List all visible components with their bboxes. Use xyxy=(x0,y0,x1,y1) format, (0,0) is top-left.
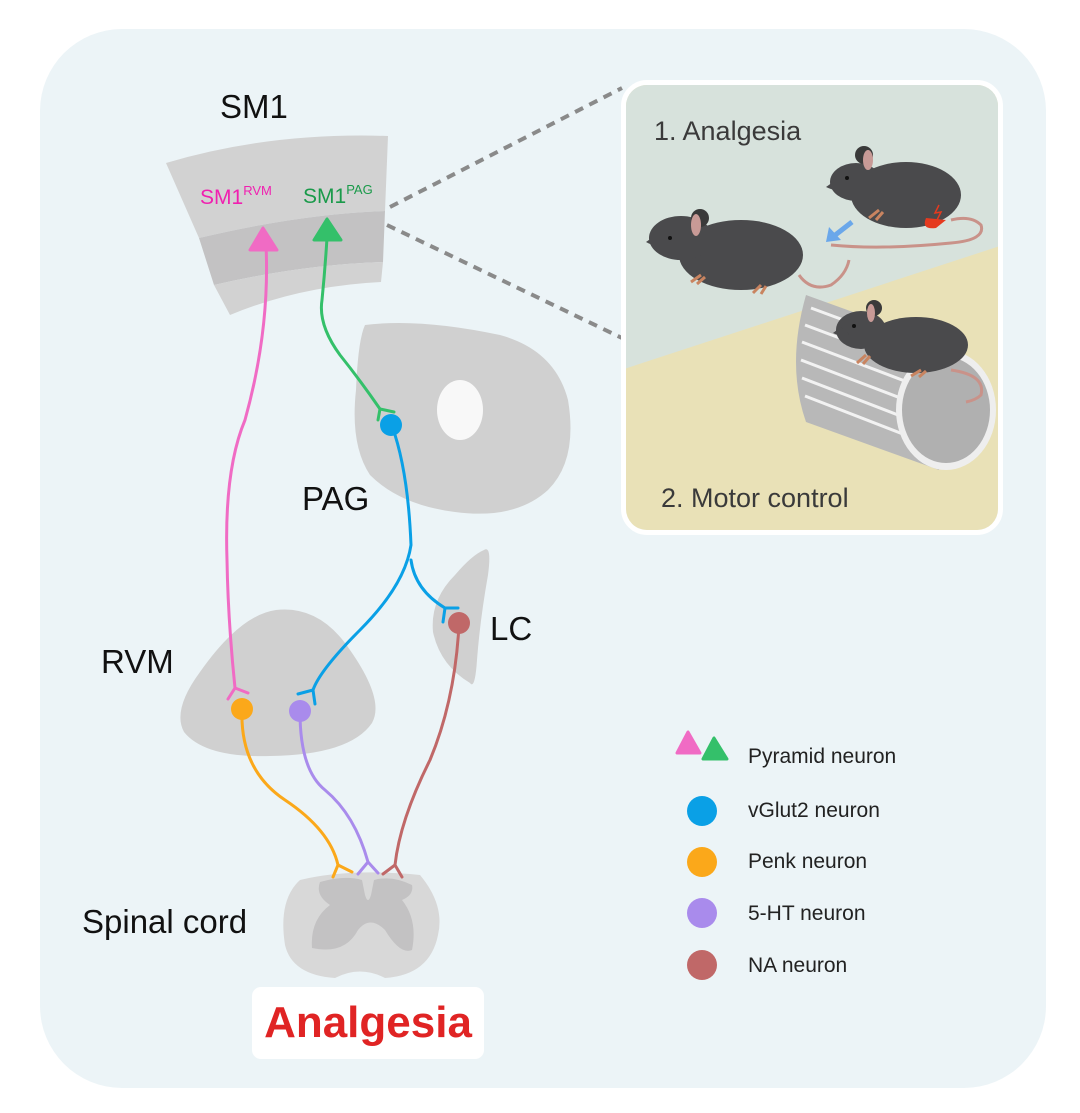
analgesia-label: Analgesia xyxy=(264,998,472,1047)
label-sm1-rvm: SM1RVM xyxy=(200,184,272,208)
penk-neuron xyxy=(231,698,253,720)
label-sm1-rvm-base: SM1 xyxy=(200,186,244,209)
rvm-region xyxy=(180,609,376,757)
orange-terminal xyxy=(331,863,354,879)
label-rvm: RVM xyxy=(101,643,174,680)
na-neuron xyxy=(448,612,470,634)
brown-terminal xyxy=(381,863,404,879)
legend-vglut2-icon xyxy=(687,796,717,826)
pathway-5ht xyxy=(298,710,370,864)
mouse-analgesic-icon xyxy=(646,209,851,295)
vglut2-neuron xyxy=(380,414,402,436)
legend-label-5ht: 5-HT neuron xyxy=(748,902,866,925)
legend-label-na: NA neuron xyxy=(748,954,848,977)
label-sm1-pag-base: SM1 xyxy=(303,185,347,208)
pink-terminal xyxy=(226,686,250,701)
pathway-sm1-rvm xyxy=(225,243,269,690)
label-spinal-cord: Spinal cord xyxy=(82,903,248,940)
green-terminal xyxy=(376,407,396,422)
5ht-neuron xyxy=(289,700,311,722)
legend-pyramid-icon xyxy=(675,730,729,761)
legend-label-penk: Penk neuron xyxy=(748,850,868,873)
pyramid-neuron-rvm xyxy=(248,226,279,252)
inset-illustration xyxy=(626,85,998,530)
label-pag: PAG xyxy=(302,480,370,517)
pag-aqueduct xyxy=(437,380,483,440)
pathway-na xyxy=(393,623,461,867)
legend-label-pyramid: Pyramid neuron xyxy=(748,745,897,768)
arrow-icon xyxy=(826,220,854,242)
pathway-pag-rvm xyxy=(311,424,413,692)
pathway-sm1-pag xyxy=(319,236,382,411)
spinal-cord xyxy=(283,872,440,978)
label-sm1-pag: SM1PAG xyxy=(303,183,373,207)
blue-terminal-rvm xyxy=(296,688,317,706)
label-sm1: SM1 xyxy=(220,88,288,125)
purple-terminal xyxy=(356,860,380,876)
inset-title-motor: 2. Motor control xyxy=(661,483,849,513)
label-lc: LC xyxy=(490,610,533,647)
behavior-inset: 1. Analgesia 2. Motor control xyxy=(621,80,1003,535)
legend-5ht-icon xyxy=(687,898,717,928)
sm1-cortex xyxy=(166,135,388,315)
inset-title-analgesia: 1. Analgesia xyxy=(654,116,802,146)
pathway-penk xyxy=(240,708,340,867)
mouse-stimulated-icon xyxy=(826,146,984,249)
legend-na-icon xyxy=(687,950,717,980)
label-sm1-pag-sup: PAG xyxy=(346,182,373,197)
legend-penk-icon xyxy=(687,847,717,877)
analgesia-background xyxy=(626,85,998,369)
zoom-lines xyxy=(386,86,623,340)
analgesia-box: Analgesia xyxy=(252,987,484,1059)
legend-label-vglut2: vGlut2 neuron xyxy=(748,799,880,822)
label-sm1-rvm-sup: RVM xyxy=(243,183,272,198)
pyramid-neuron-pag xyxy=(312,217,343,242)
blue-terminal-lc xyxy=(441,606,447,624)
mouse-rotarod-icon xyxy=(833,300,984,404)
